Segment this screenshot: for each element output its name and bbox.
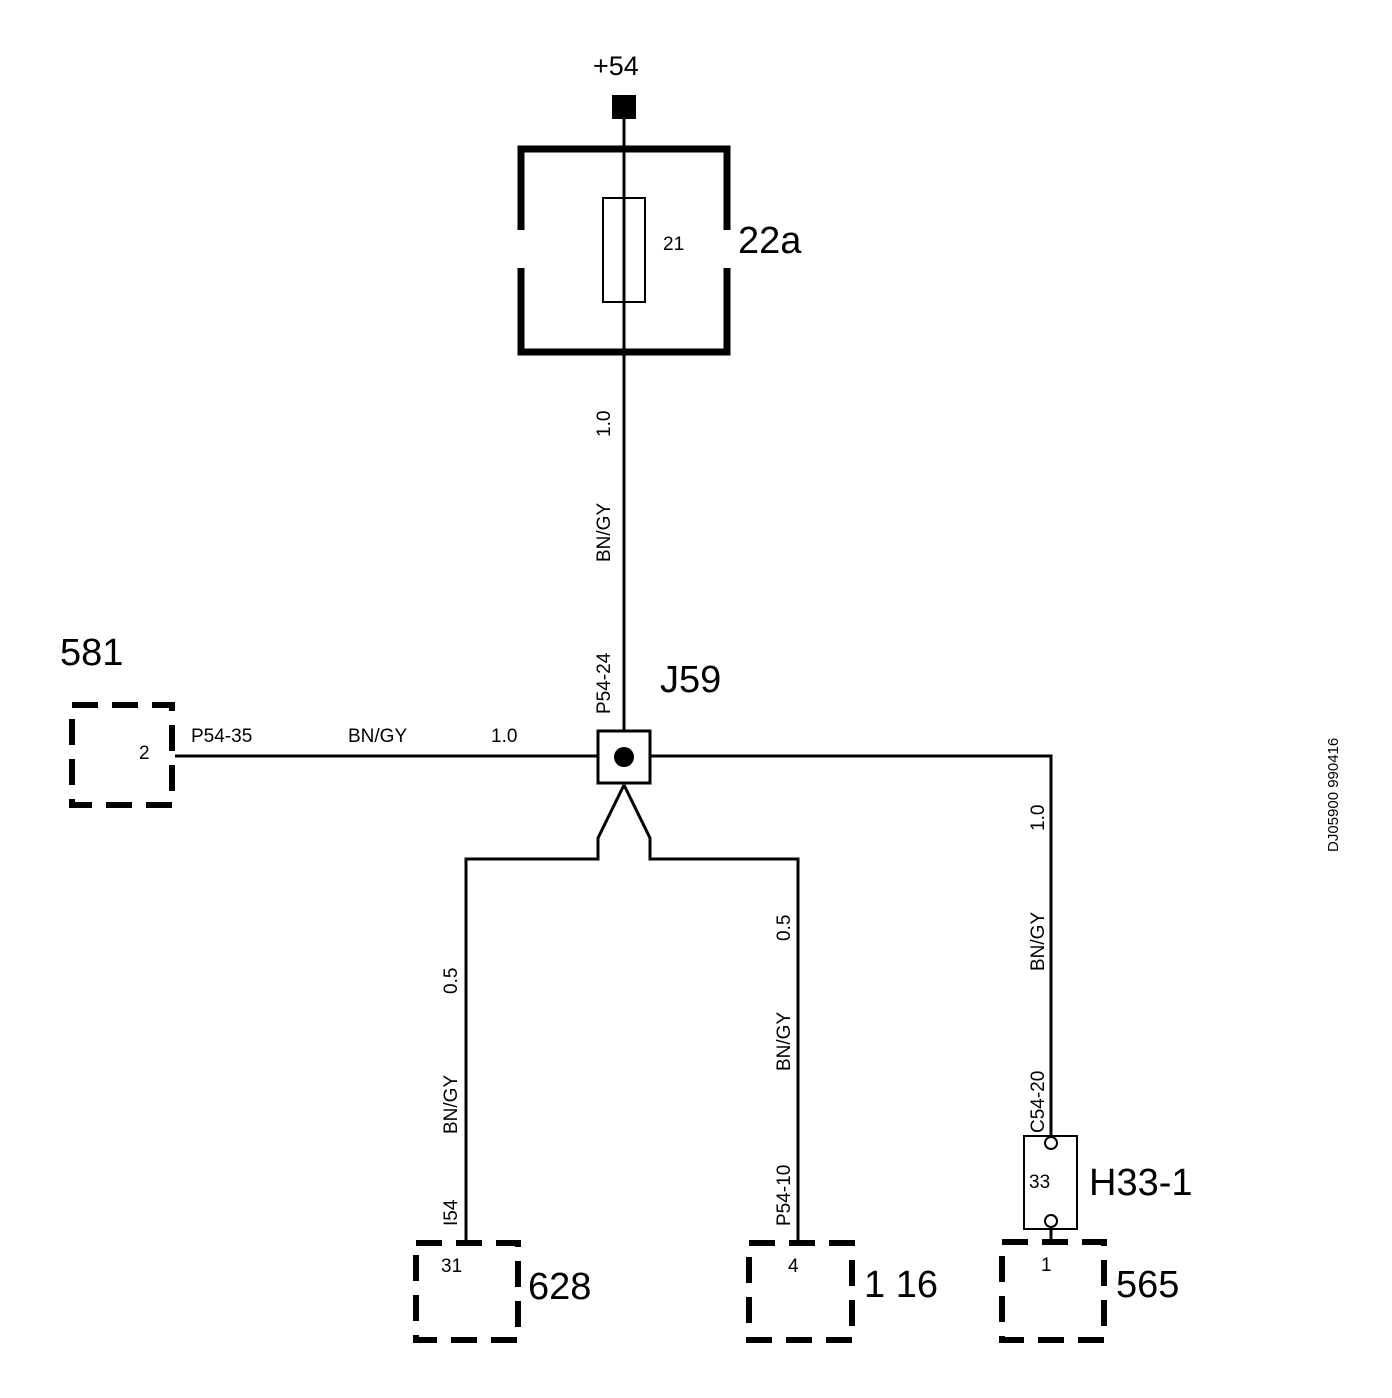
terminal-628: I54 [441,1199,462,1226]
wire-565-color: BN/GY [1028,912,1049,971]
drawing-reference: DJ05900 990416 [1325,738,1342,852]
main-wire-size: 1.0 [594,411,615,437]
wire-628-size: 0.5 [441,968,462,994]
junction-node [614,747,634,767]
wire-116[interactable] [622,784,800,1240]
connector-581[interactable] [69,702,175,808]
component-116: 1 16 [864,1264,938,1306]
wire-565[interactable] [650,754,1053,1135]
terminal-565: C54-20 [1028,1071,1049,1133]
component-565: 565 [1116,1264,1179,1306]
pin-565: 1 [1041,1255,1052,1276]
fuse-number: 21 [663,234,684,255]
connector-h33-1-pin-bottom [1044,1214,1058,1228]
pin-581: 2 [139,743,150,764]
fusebox-id: 22a [738,220,802,262]
wire-116-color: BN/GY [774,1012,795,1071]
connector-h33-1-pin-top [1044,1136,1058,1150]
wire-628-color: BN/GY [441,1075,462,1134]
junction-pin-top: P54-24 [594,652,615,714]
wire-565-size: 1.0 [1028,805,1049,831]
wire-581-color: BN/GY [348,726,407,747]
junction-id: J59 [660,659,721,701]
inline-connector-h33-1[interactable] [1023,1135,1078,1230]
connector-h33-1-pin: 33 [1029,1172,1050,1193]
terminal-581: P54-35 [191,726,252,747]
wire-581-size: 1.0 [491,726,517,747]
main-wire-color: BN/GY [594,503,615,562]
connector-565[interactable] [999,1239,1107,1343]
connector-116[interactable] [746,1240,855,1343]
connector-628[interactable] [413,1240,521,1343]
pin-116: 4 [788,1256,799,1277]
component-628: 628 [528,1266,591,1308]
wire-628[interactable] [464,784,626,1240]
connector-h33-1-id: H33-1 [1089,1162,1193,1204]
component-581: 581 [60,632,123,674]
supply-label: +54 [593,51,639,81]
wire-116-size: 0.5 [774,915,795,941]
terminal-116: P54-10 [774,1165,795,1226]
pin-628: 31 [441,1256,462,1277]
